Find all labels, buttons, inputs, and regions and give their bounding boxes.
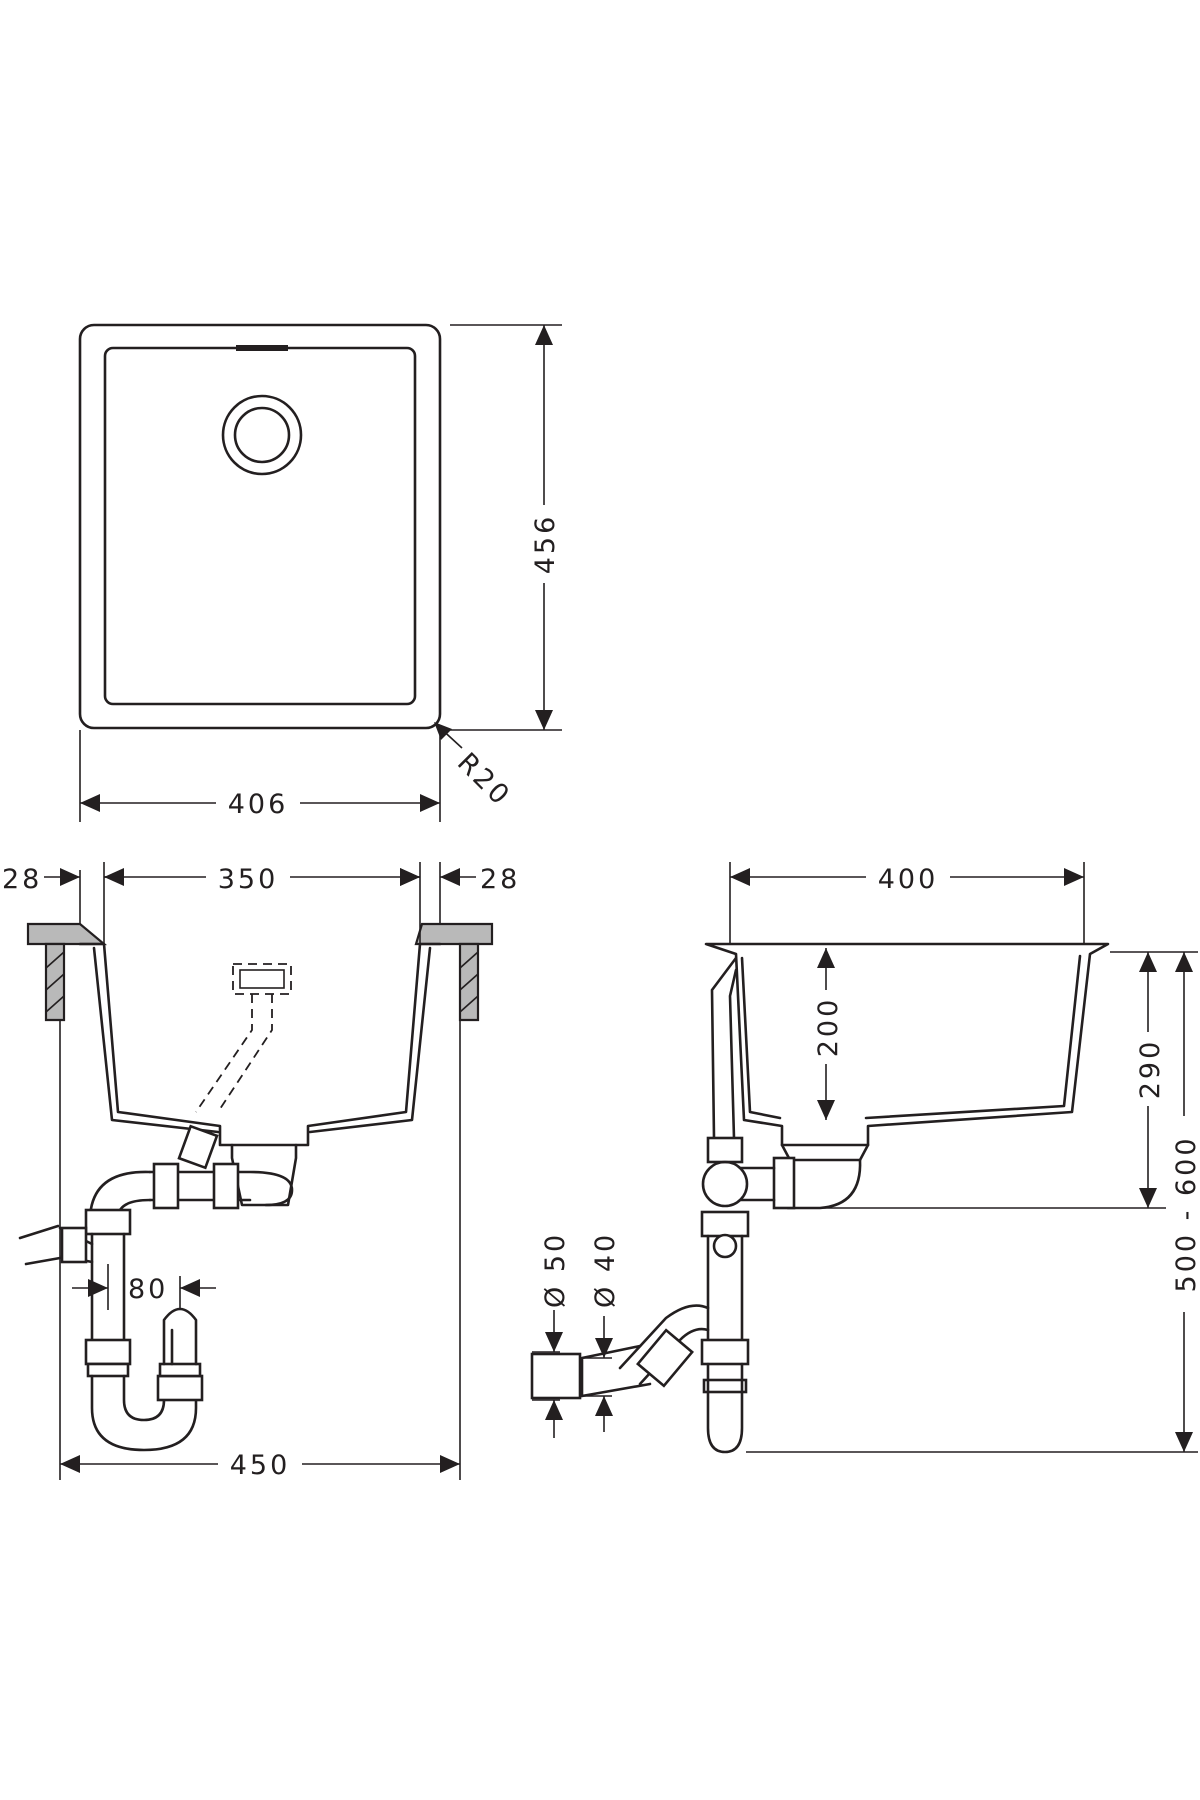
sink-outer-rim (78, 323, 442, 730)
side-nut-low (700, 1338, 750, 1366)
side-branch-pipe (618, 1304, 710, 1386)
drain-inner-ring (233, 406, 291, 464)
dim-label-290: 290 (1135, 1039, 1166, 1100)
trap-nut-low-left (84, 1338, 132, 1366)
side-trap-bottom (706, 1362, 744, 1454)
dim-label-28-left: 28 (2, 864, 42, 895)
side-view: 400 200 290 500 - 600 Ø 50 (530, 858, 1200, 1454)
countertop-right (414, 922, 494, 946)
dim-label-200: 200 (813, 997, 844, 1058)
pipe-coupling-1 (152, 1162, 180, 1210)
trap-u-bend (90, 1374, 198, 1452)
dim-label-d50: Ø 50 (540, 1232, 571, 1308)
sink-body-side (704, 942, 1110, 1147)
side-nut-mid (700, 1210, 750, 1238)
overflow-hose (195, 994, 273, 1113)
side-branch-end (530, 1352, 582, 1400)
dim-label-d40: Ø 40 (590, 1232, 621, 1308)
overflow-connector (177, 1124, 219, 1170)
dim-label-28-right: 28 (480, 864, 520, 895)
arrow-radius-icon (434, 722, 452, 740)
side-coupling (772, 1156, 796, 1210)
dim-label-80: 80 (128, 1274, 168, 1305)
drain-elbow-side (786, 1158, 862, 1210)
trap-nut-top (84, 1208, 132, 1236)
side-pipe-to-trap (738, 1166, 776, 1202)
side-branch-nut (636, 1328, 694, 1388)
top-view: 456 R20 406 (78, 323, 562, 822)
countertop-left (26, 922, 108, 946)
trap-riser (162, 1307, 198, 1366)
dim-label-350: 350 (218, 864, 279, 895)
dim-label-500-600: 500 - 600 (1171, 1136, 1200, 1293)
dim-label-456: 456 (530, 514, 561, 575)
pipe-coupling-2 (212, 1162, 240, 1210)
side-trap-elbow (701, 1160, 749, 1208)
dim-label-400: 400 (878, 864, 939, 895)
overflow-hose-side (710, 956, 738, 1140)
sink-body-front (78, 942, 442, 1147)
arrow-down-icon (535, 710, 553, 730)
side-nut-top (706, 1136, 744, 1164)
sink-bowl-inner (103, 346, 417, 706)
drain-outer-ring (221, 394, 303, 476)
front-view: 28 350 28 80 450 (2, 858, 520, 1481)
dim-label-406: 406 (228, 789, 289, 820)
dim-label-450: 450 (230, 1450, 291, 1481)
arrow-up-icon (535, 325, 553, 345)
dim-label-r20: R20 (451, 747, 517, 813)
trap-nut-low-right (156, 1374, 204, 1402)
overflow-box (232, 963, 292, 995)
overflow-slot (236, 345, 288, 351)
side-inlet-fitting (712, 1233, 738, 1259)
drain-outlet (230, 1143, 298, 1207)
side-branch-adapter (580, 1344, 652, 1398)
drain-outlet-side (780, 1143, 870, 1162)
